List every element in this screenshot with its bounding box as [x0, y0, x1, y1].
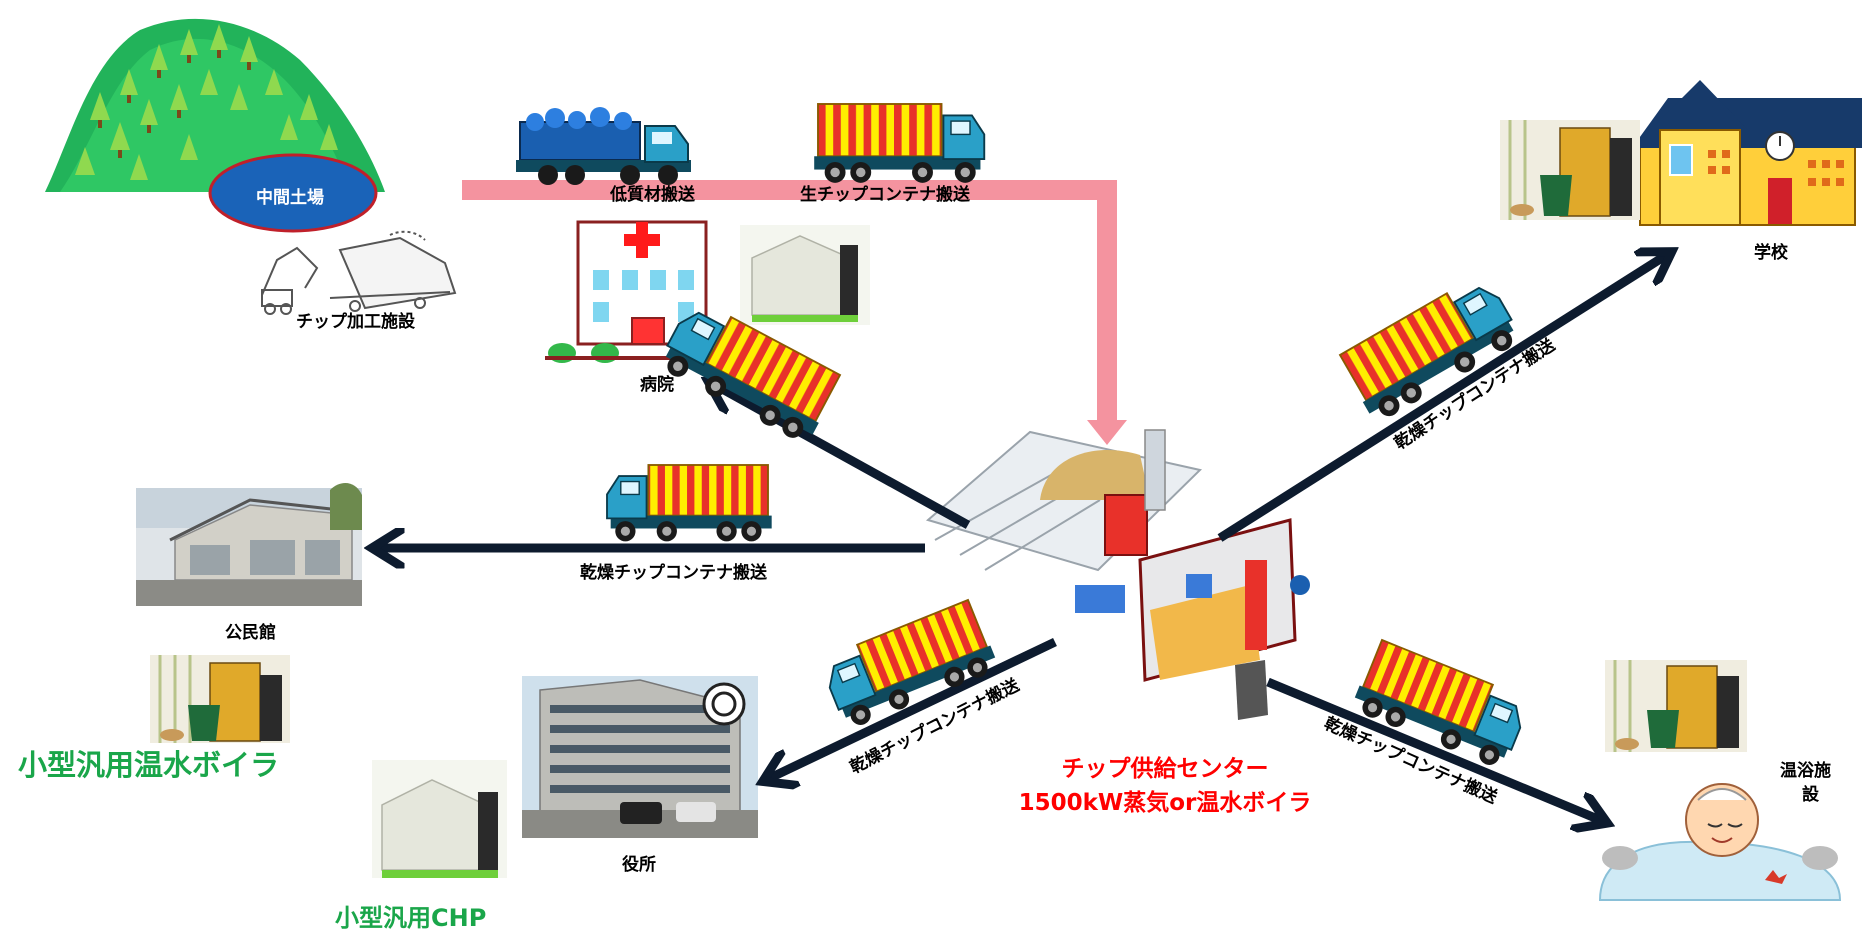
- chp-unit-illustration: [740, 225, 870, 325]
- chip-supply-center-label: チップ供給センター 1500kW蒸気or温水ボイラ: [975, 752, 1355, 820]
- pink-flow-arrow: [462, 180, 1127, 445]
- chip-supply-center-line1: チップ供給センター: [1061, 756, 1269, 782]
- small-chp-label: 小型汎用CHP: [335, 904, 487, 932]
- raw-chip-transport-label: 生チップコンテナ搬送: [800, 185, 970, 205]
- city-hall-photo: [522, 676, 758, 838]
- small-boiler-photo-left: [150, 655, 290, 743]
- low-quality-truck-illustration: [516, 107, 691, 185]
- intermediate-yard-ellipse: [208, 153, 378, 233]
- hot-spring-label-line1: 温浴施: [1780, 761, 1831, 781]
- central-boiler-plant-illustration: [925, 429, 1310, 720]
- small-boiler-label: 小型汎用温水ボイラ: [18, 748, 280, 782]
- hot-spring-illustration: [1598, 783, 1842, 901]
- chip-processing-machine-illustration: [261, 230, 457, 315]
- school-illustration: [1632, 80, 1862, 226]
- intermediate-yard-label: 中間土場: [256, 188, 324, 208]
- small-boiler-photo-onsen: [1605, 660, 1747, 752]
- community-center-photo: [136, 483, 362, 606]
- chip-supply-center-line2: 1500kW蒸気or温水ボイラ: [1018, 790, 1312, 816]
- city-hall-label: 役所: [622, 855, 656, 875]
- raw-chip-truck-illustration: [813, 103, 986, 184]
- forest-hill: [45, 18, 385, 193]
- small-boiler-photo-school: [1500, 120, 1640, 220]
- delivery-arrows: [380, 256, 1665, 820]
- chp-unit-illustration-bottom: [372, 760, 507, 878]
- low-quality-transport-label: 低質材搬送: [610, 185, 695, 205]
- dry-chip-transport-label-community: 乾燥チップコンテナ搬送: [580, 563, 767, 583]
- school-label: 学校: [1754, 243, 1788, 263]
- hospital-label: 病院: [640, 375, 674, 395]
- arrow-to-city-hall: [770, 637, 1057, 778]
- dry-chip-truck-community: [606, 464, 773, 543]
- community-center-label: 公民館: [225, 623, 276, 643]
- arrow-to-hospital: [715, 385, 971, 529]
- arrow-to-school: [1217, 256, 1665, 542]
- chip-processing-label: チップ加工施設: [296, 312, 415, 332]
- arrow-to-hot-spring: [1266, 677, 1600, 820]
- hot-spring-label-line2: 設: [1802, 785, 1819, 805]
